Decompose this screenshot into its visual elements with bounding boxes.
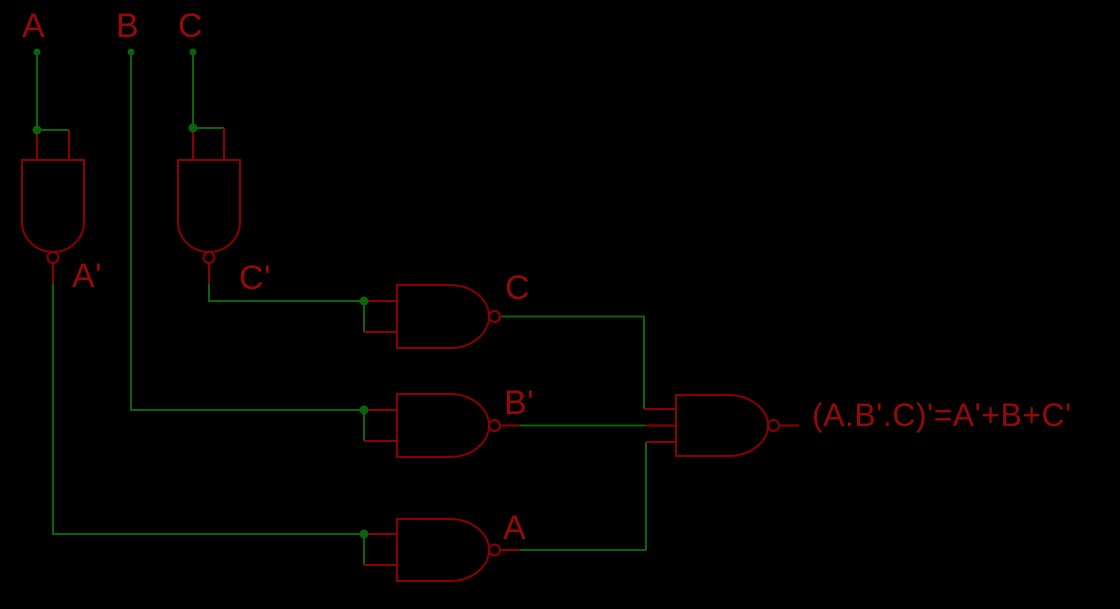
wire-c-prime bbox=[208, 284, 364, 302]
wire-a-prime bbox=[52, 284, 364, 535]
final-nand-gate-body bbox=[675, 394, 769, 457]
input-label-b: B bbox=[116, 7, 140, 45]
nand-c-output-label: C bbox=[505, 269, 531, 307]
nand-b-inversion-bubble-icon bbox=[488, 419, 501, 432]
nand-b-output-label: B' bbox=[504, 384, 535, 422]
nand-a-gate-body bbox=[396, 518, 490, 582]
junction-dot bbox=[188, 123, 198, 133]
wires bbox=[36, 52, 647, 565]
nand-c-inversion-bubble-icon bbox=[488, 310, 501, 323]
nand-a-inversion-bubble-icon bbox=[488, 543, 501, 557]
not-c-output-label: C' bbox=[239, 259, 272, 297]
final-gate-input-legs bbox=[644, 408, 676, 443]
final-nand-inversion-bubble-icon bbox=[767, 419, 780, 432]
final-output-expression-label: (A.B'.C)'=A'+B+C' bbox=[812, 397, 1072, 433]
not-a-output-label: A' bbox=[72, 257, 103, 295]
gate-bodies bbox=[21, 159, 780, 582]
nand-b-gate-body bbox=[396, 393, 490, 458]
connection-dots bbox=[32, 48, 369, 539]
nand-b-input-legs bbox=[364, 409, 397, 442]
not-c-gate-body bbox=[177, 159, 241, 253]
not-c-inversion-bubble-icon bbox=[202, 251, 216, 264]
junction-dot bbox=[359, 529, 369, 539]
junction-dot bbox=[359, 405, 369, 415]
nand-a-input-legs bbox=[364, 533, 397, 566]
junction-dot bbox=[359, 296, 369, 306]
not-a-input-legs bbox=[36, 130, 70, 160]
input-pin-a-dot bbox=[33, 48, 41, 56]
input-label-a: A bbox=[22, 7, 46, 45]
not-c-input-legs bbox=[192, 128, 225, 160]
input-label-c: C bbox=[178, 7, 204, 45]
input-pin-c-dot bbox=[189, 48, 197, 56]
wire-nand-c-to-final bbox=[502, 315, 645, 409]
nand-c-gate-body bbox=[396, 284, 490, 349]
nand-a-output-label: A bbox=[503, 509, 527, 547]
gate-stubs bbox=[36, 128, 799, 566]
wire-input-b bbox=[130, 52, 364, 411]
input-pin-b-dot bbox=[127, 48, 135, 56]
nand-c-input-legs bbox=[364, 300, 397, 333]
not-a-inversion-bubble-icon bbox=[46, 251, 60, 264]
wire-nand-a-to-final bbox=[520, 442, 647, 551]
not-a-gate-body bbox=[21, 159, 85, 253]
junction-dot bbox=[32, 125, 42, 135]
